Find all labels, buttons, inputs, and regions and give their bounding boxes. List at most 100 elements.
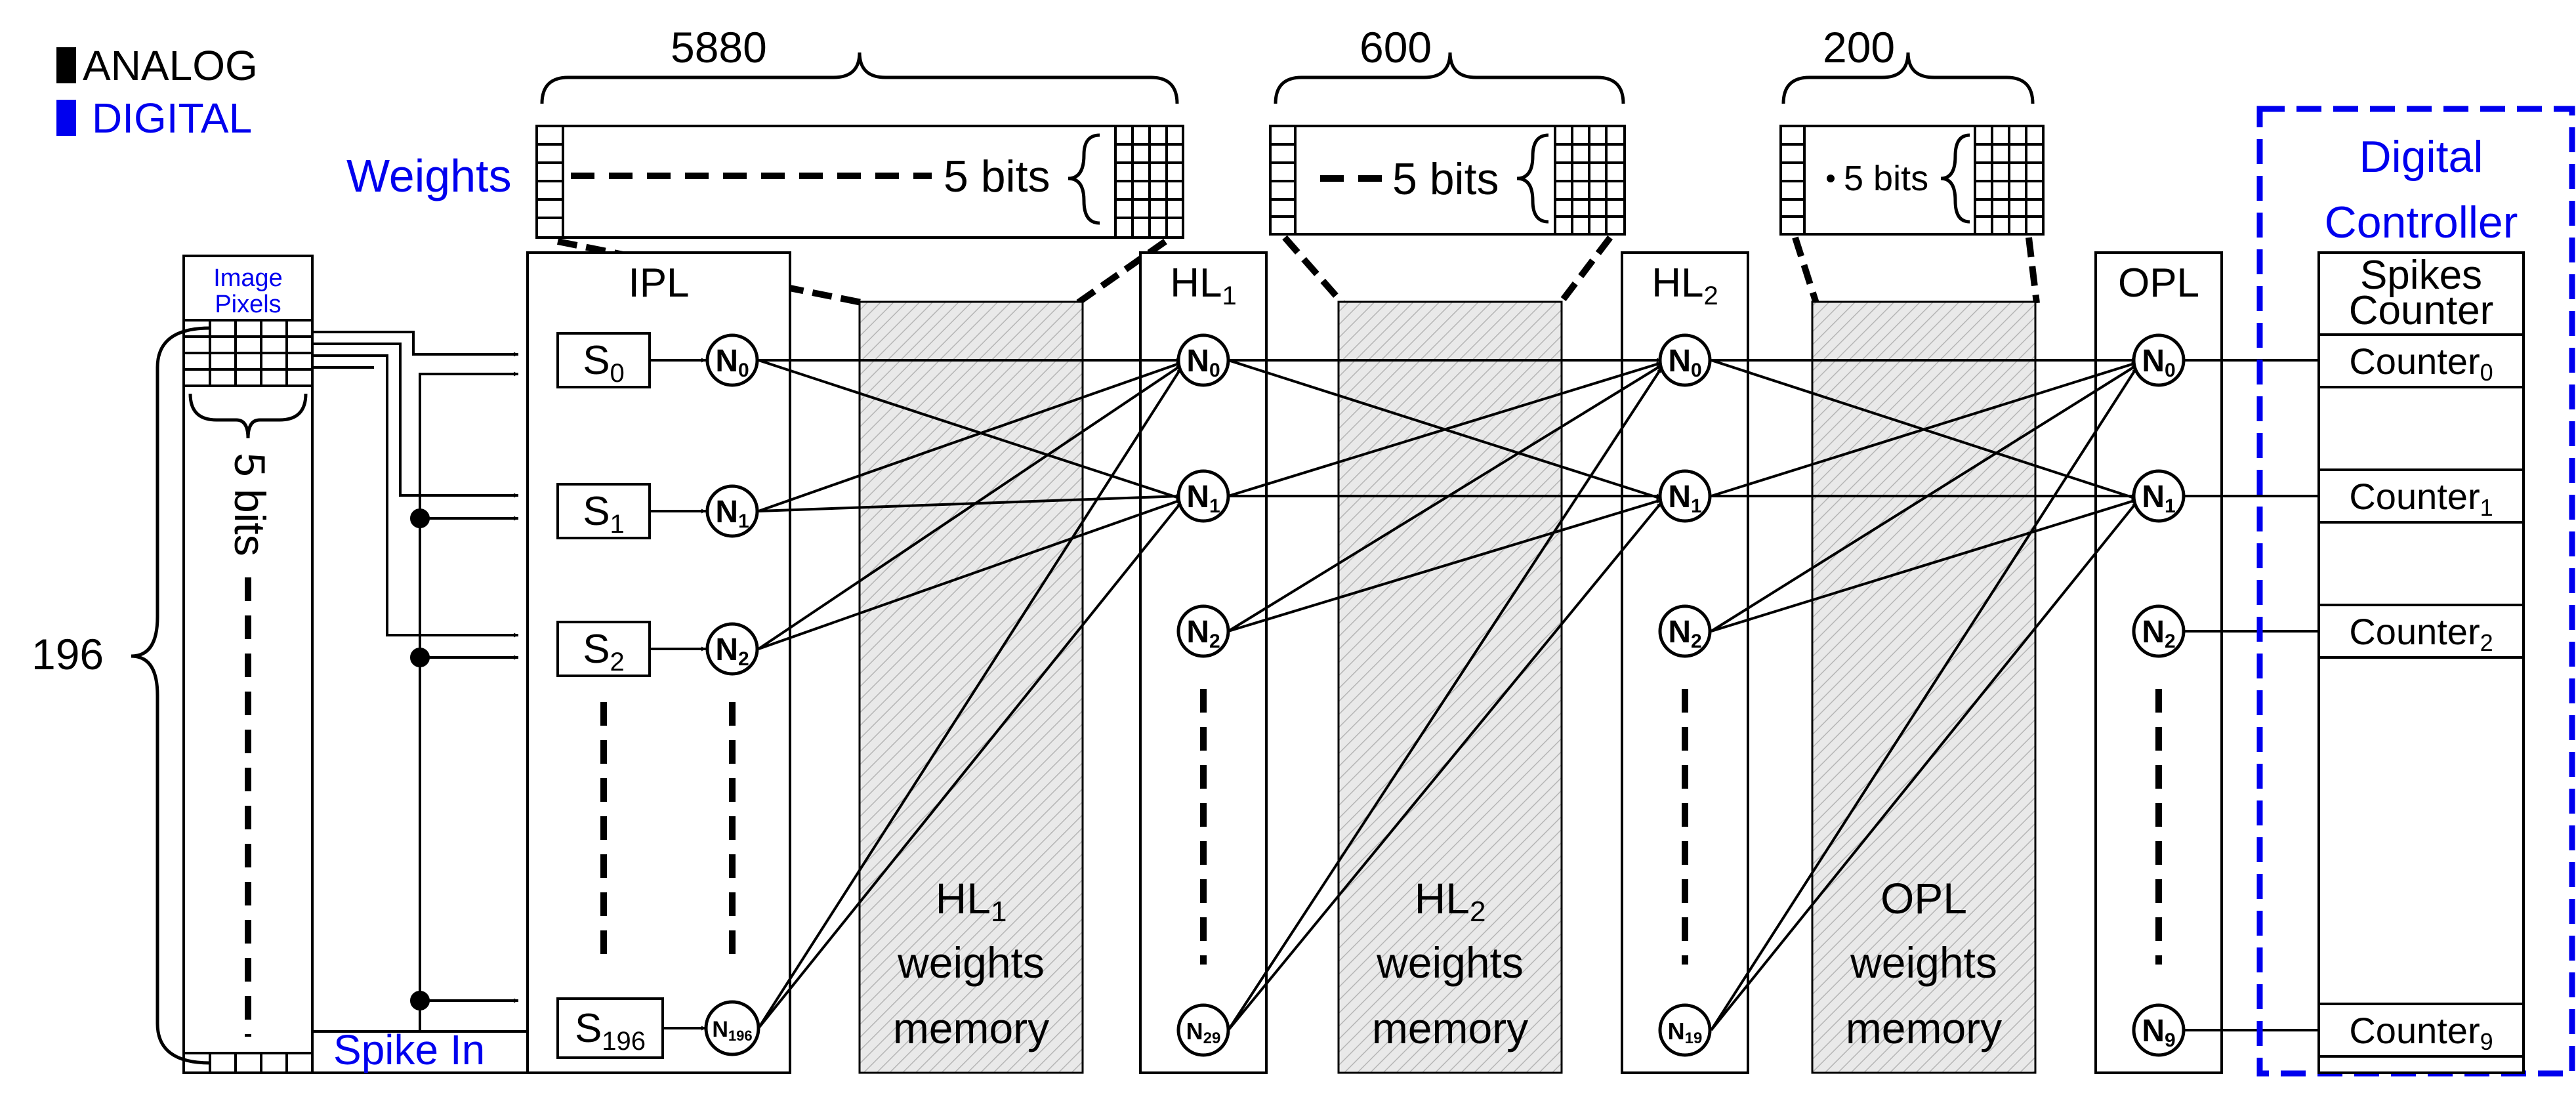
memory-labels: HL1 weights memory HL2 weights memory OP…: [893, 874, 2002, 1052]
weight-group-hl1: 5880 5 bits: [535, 23, 1184, 239]
counter-0: Counter0: [2349, 341, 2493, 386]
counter-rows: [2319, 333, 2524, 1058]
source-s2-label: S2: [583, 627, 625, 676]
legend-analog-label: ANALOG: [83, 42, 258, 89]
ipl-sources: S0 S1 S2 S196: [556, 332, 706, 1059]
hl2-neuron-19: [1658, 1003, 1712, 1057]
weight-bits-hl1: 5 bits: [944, 152, 1050, 201]
weights-section: Weights 5880 5 bits 600: [346, 23, 2045, 306]
spikes-counter-header-2: Counter: [2349, 288, 2494, 333]
hl1-neuron-0-label: N0: [1186, 344, 1220, 381]
hl2-neuron-1-label: N1: [1668, 480, 1701, 517]
ipl-neuron-2: [705, 622, 759, 676]
weight-brace-hl1: [540, 52, 1179, 104]
hl2-neuron-19-label: N19: [1668, 1018, 1703, 1047]
hl2-title: HL2: [1652, 260, 1718, 310]
analog-swatch: [56, 47, 76, 83]
ipl-neuron-196: [704, 1000, 760, 1056]
opl-neuron-0: [2132, 333, 2186, 387]
weight-count-200: 200: [1823, 23, 1895, 72]
ipl-neuron-0: [705, 333, 759, 387]
spike-in-box: [311, 1030, 530, 1074]
weight-brace-hl2: [1274, 52, 1625, 104]
counter-1: Counter1: [2349, 476, 2493, 521]
source-s0: [556, 332, 651, 388]
source-s1: [556, 483, 651, 539]
ipl-neuron-196-label: N196: [712, 1017, 752, 1044]
opl-neuron-9: [2132, 1003, 2186, 1057]
weight-group-opl: 200 5 bits: [1779, 23, 2045, 236]
hl2-neuron-0-label: N0: [1668, 344, 1701, 381]
pixel-bits-brace: [188, 393, 308, 439]
hl1-memory-label-2: weights: [897, 938, 1045, 987]
weight-bits-hl2: 5 bits: [1392, 154, 1499, 204]
layer-titles: IPL HL1 HL2 OPL: [628, 260, 2199, 310]
controller-title-1: Digital: [2359, 132, 2483, 182]
digital-controller: Digital Controller Spikes Counter Counte…: [2256, 106, 2575, 1077]
weight-bits-brace-hl1: [1068, 133, 1100, 225]
spikes-counter-box: [2317, 251, 2525, 1074]
source-s2: [556, 621, 651, 677]
digital-swatch: [56, 100, 76, 136]
hl1-title: HL1: [1170, 260, 1237, 310]
opl-neuron-0-label: N0: [2142, 344, 2175, 381]
hl1-neurons: N0 N1 N2 N29: [1176, 333, 1230, 1057]
ipl-title: IPL: [628, 260, 689, 306]
opl-memory-label-3: memory: [1846, 1004, 2002, 1052]
pixel-bits-label: 5 bits: [226, 453, 274, 556]
hl2-neuron-2-label: N2: [1668, 615, 1701, 652]
hl1-neuron-1-label: N1: [1186, 480, 1220, 517]
opl-neuron-1-label: N1: [2142, 480, 2175, 517]
counter-2: Counter2: [2349, 611, 2493, 656]
weight-bits-brace-opl: [1940, 133, 1970, 224]
weight-group-hl2: 600 5 bits: [1269, 23, 1626, 236]
hl1-neuron-29-label: N29: [1186, 1018, 1221, 1047]
opl-memory-label-2: weights: [1850, 938, 1997, 987]
opl-neuron-1: [2132, 469, 2186, 523]
ipl-neurons: N0 N1 N2 N196: [704, 333, 760, 1056]
source-s0-label: S0: [583, 338, 625, 388]
weight-grid-hl2: [1270, 125, 1626, 236]
weight-grid-opl: [1781, 125, 2045, 236]
hl1-neuron-2-label: N2: [1186, 615, 1220, 652]
input-wiring: [312, 331, 518, 1031]
opl-title: OPL: [2118, 260, 2199, 306]
hl1-neuron-29: [1176, 1003, 1230, 1057]
hl2-neurons: N0 N1 N2 N19: [1658, 333, 1712, 1057]
spike-in-label: Spike In: [333, 1026, 485, 1073]
ipl-neuron-2-label: N2: [715, 633, 749, 670]
weight-count-5880: 5880: [671, 23, 767, 72]
opl-neurons: N0 N1 N2 N9: [2132, 333, 2186, 1057]
hl2-neuron-0: [1658, 333, 1712, 387]
ipl-neuron-1-label: N1: [715, 495, 749, 532]
weight-count-600: 600: [1360, 23, 1432, 72]
opl-neuron-9-label: N9: [2142, 1014, 2175, 1051]
spikes-counter-header-1: Spikes: [2360, 253, 2482, 298]
hl2-memory-label-3: memory: [1372, 1004, 1528, 1052]
ipl-neuron-0-label: N0: [715, 344, 749, 381]
input-count-label: 196: [31, 630, 104, 678]
input-count-brace: [131, 326, 211, 1065]
hl1-memory-label-3: memory: [893, 1004, 1049, 1052]
hl1-neuron-0: [1176, 333, 1230, 387]
source-s1-label: S1: [583, 489, 625, 539]
source-s196: [556, 997, 664, 1059]
weight-brace-opl: [1781, 52, 2035, 104]
weights-label: Weights: [346, 150, 512, 201]
weight-grid-hl1: [537, 125, 1184, 239]
weight-bits-brace-hl2: [1516, 133, 1549, 224]
input-section: Image Pixels 5 bits 196 Spike In: [31, 255, 530, 1074]
counter-9: Counter9: [2349, 1010, 2493, 1055]
legend-digital-label: DIGITAL: [92, 94, 252, 142]
weight-dot-opl: [1827, 175, 1835, 182]
hl1-neuron-1: [1176, 469, 1230, 523]
hl2-neuron-2: [1658, 604, 1712, 658]
opl-neuron-2: [2132, 604, 2186, 658]
image-pixel-grid: [182, 319, 314, 1074]
hl2-neuron-1: [1658, 469, 1712, 523]
hl2-memory-label-1: HL2: [1415, 874, 1486, 928]
image-pixels-label-1: Image: [213, 264, 283, 292]
synapse-connections: [757, 358, 2323, 1033]
legend: ANALOG DIGITAL: [56, 42, 258, 142]
